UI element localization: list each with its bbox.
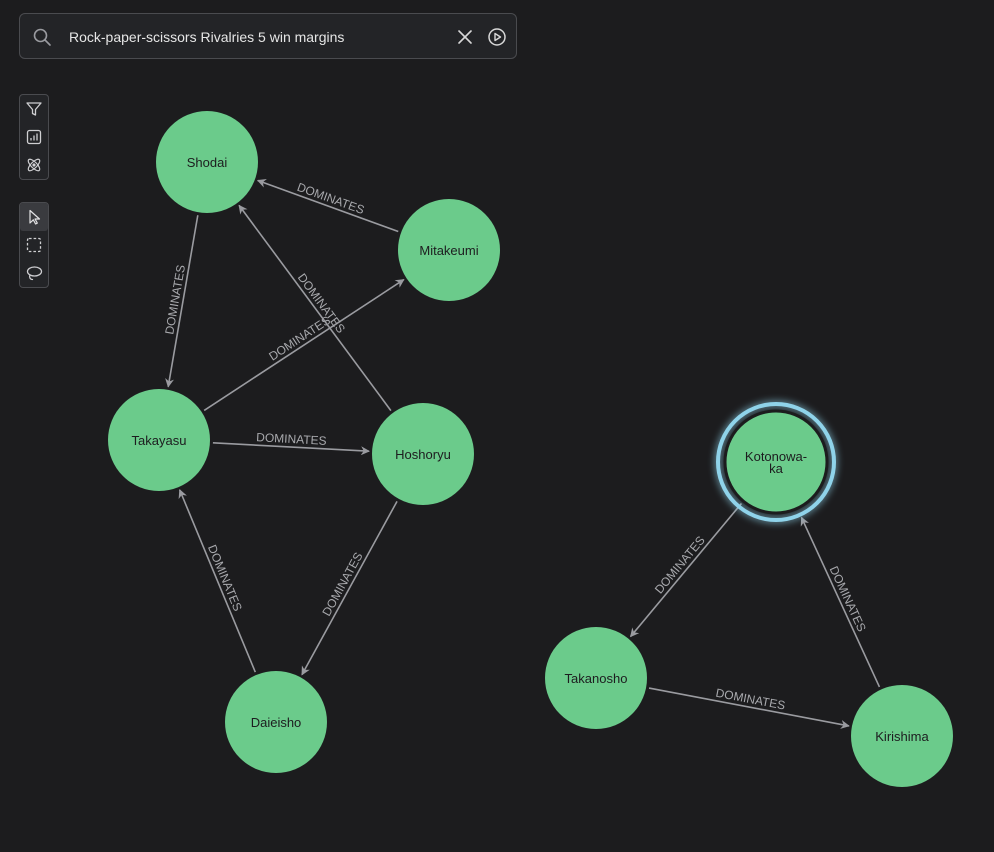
filter-icon: [26, 102, 42, 116]
statistics-button[interactable]: [20, 123, 48, 151]
layout-button[interactable]: [20, 151, 48, 179]
edge-label: DOMINATES: [715, 686, 787, 713]
edge-line[interactable]: [238, 204, 392, 412]
node-mitakeumi[interactable]: Mitakeumi: [398, 199, 500, 301]
edge-hoshoryu-shodai[interactable]: DOMINATES: [238, 204, 392, 412]
search-query-input[interactable]: Rock-paper-scissors Rivalries 5 win marg…: [69, 29, 345, 45]
run-query-icon[interactable]: [486, 26, 508, 48]
edge-daieisho-takayasu[interactable]: DOMINATES: [178, 489, 257, 673]
edge-line[interactable]: [178, 489, 257, 673]
node-takayasu[interactable]: Takayasu: [108, 389, 210, 491]
nodes-layer: ShodaiMitakeumiTakayasuHoshoryuDaieishoK…: [108, 111, 953, 787]
node-daieisho[interactable]: Daieisho: [225, 671, 327, 773]
edge-kirishima-kotonowaka[interactable]: DOMINATES: [800, 516, 881, 688]
pointer-icon: [29, 209, 41, 225]
node-label: Mitakeumi: [419, 243, 478, 258]
edge-line[interactable]: [165, 215, 199, 388]
atom-icon: [27, 158, 41, 172]
selection-tools-group: [19, 202, 49, 288]
edge-takayasu-mitakeumi[interactable]: DOMINATES: [203, 278, 405, 412]
edge-label: DOMINATES: [266, 313, 333, 363]
edge-line[interactable]: [629, 502, 743, 638]
node-label: Takayasu: [132, 433, 187, 448]
node-label: Kotonowa-ka: [745, 449, 807, 476]
edge-hoshoryu-daieisho[interactable]: DOMINATES: [301, 500, 398, 676]
lasso-select-button[interactable]: [20, 259, 48, 287]
edge-line[interactable]: [212, 442, 370, 456]
node-circle[interactable]: [851, 685, 953, 787]
node-label: Kirishima: [875, 729, 929, 744]
node-kotonowaka[interactable]: Kotonowa-ka: [716, 402, 836, 522]
node-circle[interactable]: [156, 111, 258, 213]
node-circle[interactable]: [108, 389, 210, 491]
node-circle[interactable]: [723, 409, 829, 515]
node-label: Shodai: [187, 155, 228, 170]
edge-line[interactable]: [648, 687, 850, 729]
bar-chart-icon: [26, 129, 42, 145]
node-label: Takanosho: [565, 671, 628, 686]
view-tools-group: [19, 94, 49, 180]
select-tool-button[interactable]: [20, 203, 48, 231]
node-hoshoryu[interactable]: Hoshoryu: [372, 403, 474, 505]
edge-label: DOMINATES: [205, 543, 245, 613]
marquee-select-button[interactable]: [20, 231, 48, 259]
edge-takanosho-kirishima[interactable]: DOMINATES: [648, 686, 850, 729]
edge-line[interactable]: [800, 516, 881, 688]
search-icon: [33, 28, 51, 46]
edge-line[interactable]: [256, 178, 399, 233]
node-kirishima[interactable]: Kirishima: [851, 685, 953, 787]
node-label: Hoshoryu: [395, 447, 451, 462]
edge-shodai-takayasu[interactable]: DOMINATES: [162, 215, 199, 388]
edge-takayasu-hoshoryu[interactable]: DOMINATES: [212, 430, 370, 456]
edge-label: DOMINATES: [827, 564, 869, 634]
edge-label: DOMINATES: [256, 430, 327, 448]
edge-line[interactable]: [301, 500, 398, 676]
node-circle[interactable]: [225, 671, 327, 773]
edge-kotonowaka-takanosho[interactable]: DOMINATES: [629, 502, 743, 638]
node-shodai[interactable]: Shodai: [156, 111, 258, 213]
node-circle[interactable]: [545, 627, 647, 729]
edge-label: DOMINATES: [162, 264, 188, 336]
edge-label: DOMINATES: [652, 533, 708, 596]
lasso-icon: [26, 266, 43, 281]
node-circle[interactable]: [398, 199, 500, 301]
edge-line[interactable]: [203, 278, 405, 412]
node-circle[interactable]: [372, 403, 474, 505]
selection-ring: [716, 402, 836, 522]
clear-search-icon[interactable]: [454, 26, 476, 48]
edge-label: DOMINATES: [319, 550, 365, 619]
node-takanosho[interactable]: Takanosho: [545, 627, 647, 729]
edge-mitakeumi-shodai[interactable]: DOMINATES: [256, 178, 399, 233]
filter-button[interactable]: [20, 95, 48, 123]
node-label: Daieisho: [251, 715, 302, 730]
search-bar[interactable]: Rock-paper-scissors Rivalries 5 win marg…: [19, 13, 517, 59]
dashed-square-icon: [26, 237, 42, 253]
